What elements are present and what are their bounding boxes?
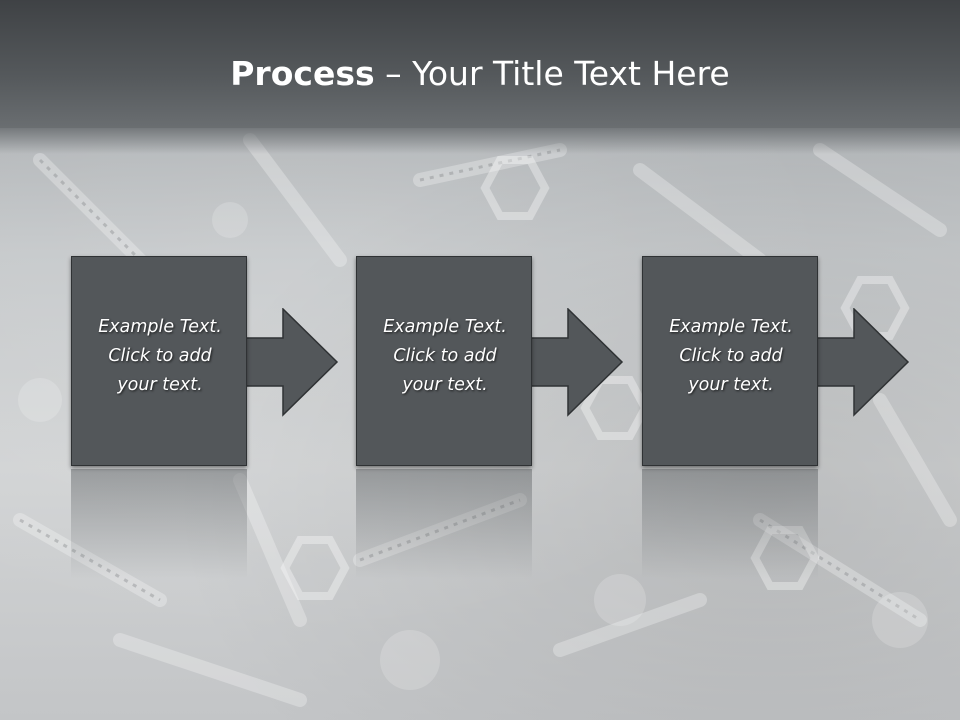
step-text-line: Click to add (393, 346, 497, 366)
step-text-line: Example Text. (383, 317, 507, 337)
step-reflection (642, 469, 818, 579)
title-bar: Process – Your Title Text Here (0, 0, 960, 154)
title-bold: Process (230, 54, 375, 93)
step-text-line: Example Text. (669, 317, 793, 337)
step-text-line: Click to add (108, 346, 212, 366)
right-arrow-icon[interactable] (528, 308, 628, 418)
step-card[interactable]: Example Text. Click to add your text. (642, 256, 818, 466)
step-text[interactable]: Example Text. Click to add your text. (357, 313, 533, 400)
step-text-line: Click to add (679, 346, 783, 366)
process-step-3: Example Text. Click to add your text. (642, 256, 918, 579)
step-text-line: your text. (688, 375, 774, 395)
step-text[interactable]: Example Text. Click to add your text. (643, 313, 819, 400)
right-arrow-icon[interactable] (814, 308, 914, 418)
slide-title[interactable]: Process – Your Title Text Here (0, 52, 960, 96)
step-card[interactable]: Example Text. Click to add your text. (356, 256, 532, 466)
step-text-line: your text. (402, 375, 488, 395)
step-reflection (71, 469, 247, 579)
step-text[interactable]: Example Text. Click to add your text. (72, 313, 248, 400)
process-step-2: Example Text. Click to add your text. (356, 256, 632, 579)
step-text-line: your text. (117, 375, 203, 395)
right-arrow-icon[interactable] (243, 308, 343, 418)
step-text-line: Example Text. (98, 317, 222, 337)
process-step-1: Example Text. Click to add your text. (71, 256, 347, 579)
step-reflection (356, 469, 532, 579)
title-rest: – Your Title Text Here (374, 54, 730, 93)
step-card[interactable]: Example Text. Click to add your text. (71, 256, 247, 466)
